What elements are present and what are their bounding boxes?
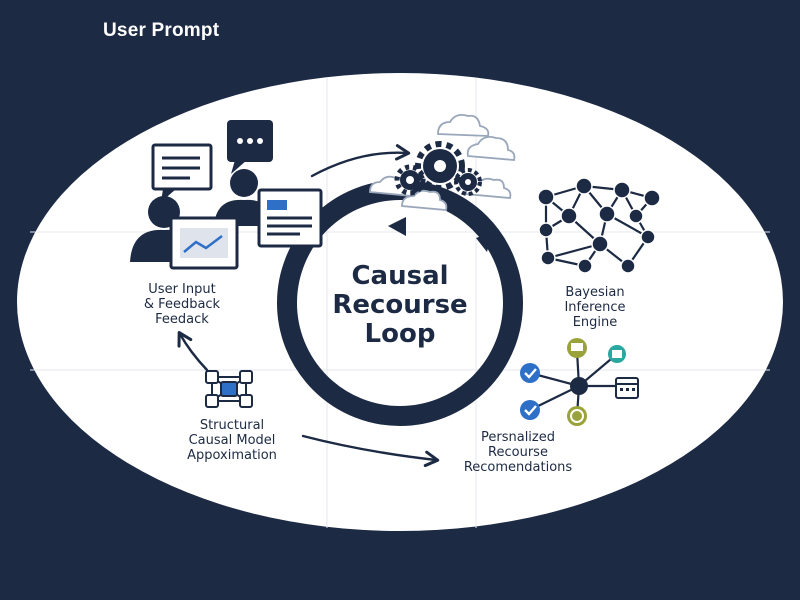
center-label-line: Recourse (332, 290, 468, 320)
check-icon (520, 400, 540, 420)
node-label-line: Feedack (155, 312, 209, 327)
loop-arrowhead-icon (388, 217, 406, 236)
calendar-icon (608, 345, 626, 363)
calendar-icon (615, 377, 639, 399)
node-label-line: User Input (148, 282, 216, 297)
document-icon (257, 188, 323, 248)
chat-bubble-icon (227, 120, 273, 174)
page-title: User Prompt (103, 20, 220, 41)
center-label-line: Causal (351, 261, 449, 291)
arrow-scm-to-recs (301, 434, 440, 468)
arrow-scm-to-input (177, 331, 209, 372)
user-input-label: User Input & Feedback Feedack (122, 282, 242, 327)
bayesian-engine-label: Bayesian Inference Engine (535, 285, 655, 330)
node-label-line: Engine (572, 315, 618, 330)
dollar-icon (567, 406, 587, 426)
chat-bubble-icon (567, 338, 587, 358)
gears-icon (394, 141, 482, 196)
node-label-line: Recomendations (463, 460, 573, 475)
node-label-line: Recourse (488, 445, 548, 460)
node-label-line: Inference (564, 300, 626, 315)
network-graph-icon (537, 177, 661, 274)
cloud-gear-icons (369, 113, 516, 211)
node-label-line: Appoximation (187, 448, 277, 463)
user-input-icons (130, 120, 323, 270)
loop-arrowhead-icon (476, 232, 492, 252)
check-icon (520, 363, 540, 383)
center-loop-label: Causal Recourse Loop (300, 262, 500, 349)
hub-icon (520, 338, 639, 426)
node-label-line: Persnalized (481, 430, 555, 445)
node-label-line: & Feedback (143, 297, 221, 312)
node-label-line: Structural (199, 418, 265, 433)
arrow-input-to-cloud (310, 144, 411, 178)
flow-arrows (177, 144, 440, 468)
node-label-line: Causal Model (188, 433, 276, 448)
scm-label: Structural Causal Model Appoximation (167, 418, 297, 463)
node-graph-icon (205, 370, 253, 408)
node-label-line: Bayesian (565, 285, 625, 300)
center-label-line: Loop (364, 319, 436, 349)
document-icon (169, 216, 239, 270)
recommendations-label: Persnalized Recourse Recomendations (448, 430, 588, 475)
